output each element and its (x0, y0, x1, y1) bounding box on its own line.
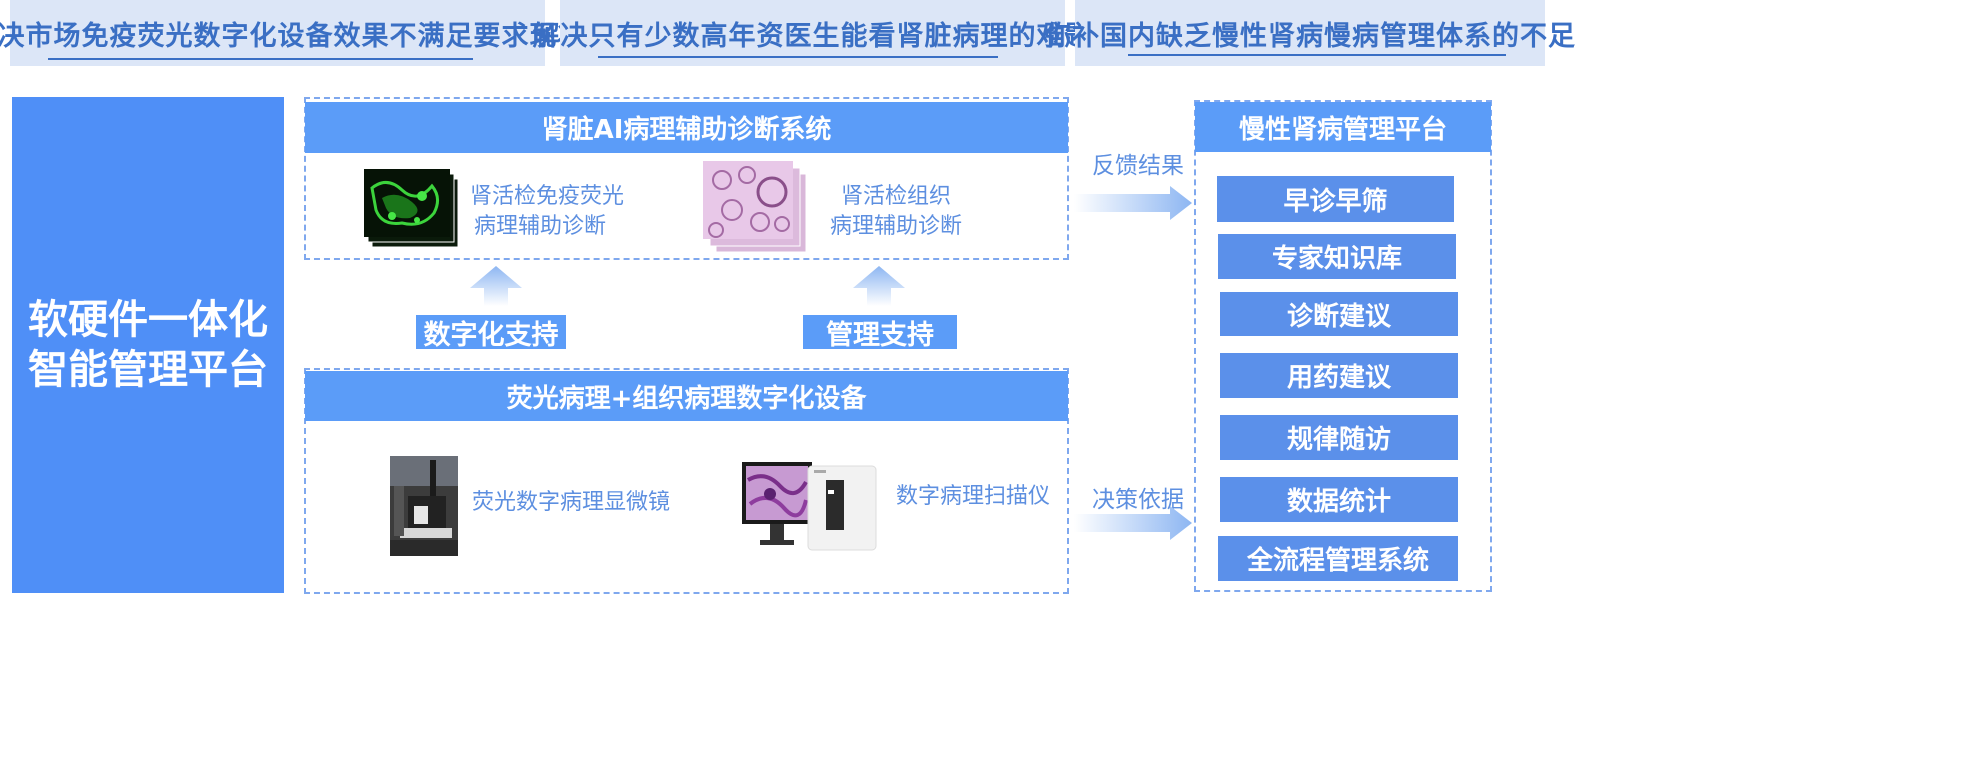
ckd-platform-frame (1194, 100, 1492, 592)
digital-support-box: 数字化支持 (416, 315, 566, 351)
platform-item-early-screening: 早诊早筛 (1217, 176, 1454, 222)
tissue-diagnosis-label: 肾活检组织 病理辅助诊断 (826, 182, 966, 242)
platform-item-label: 全流程管理系统 (1246, 546, 1429, 576)
fluorescence-diagnosis-line1: 肾活检免疫荧光 (470, 184, 625, 209)
tissue-diagnosis-line2: 病理辅助诊断 (829, 214, 962, 239)
ckd-platform-title-bar: 慢性肾病管理平台 (1195, 102, 1491, 152)
banner-doctors-underline (598, 56, 998, 58)
banner-market-underline (48, 58, 473, 60)
platform-item-medication-advice: 用药建议 (1220, 353, 1458, 398)
devices-frame (304, 368, 1069, 594)
management-support-label: 管理支持 (826, 319, 934, 351)
microscope-label: 荧光数字病理显微镜 (472, 490, 671, 515)
banner-market-text: 解决市场免疫荧光数字化设备效果不满足要求现状 (0, 20, 586, 52)
integrated-platform-line1: 软硬件一体化 (28, 297, 268, 343)
platform-item-label: 诊断建议 (1286, 301, 1391, 332)
platform-item-knowledge-base: 专家知识库 (1218, 234, 1456, 279)
banner-system-underline (1128, 54, 1506, 56)
scanner-label: 数字病理扫描仪 (896, 484, 1051, 509)
ai-system-title: 肾脏AI病理辅助诊断系统 (541, 115, 832, 145)
feedback-arrow (1074, 186, 1192, 220)
decision-arrow (1074, 506, 1192, 540)
tissue-diagnosis-line1: 肾活检组织 (840, 184, 951, 209)
platform-item-full-process: 全流程管理系统 (1218, 536, 1458, 581)
tissue-image-stack (702, 160, 808, 254)
microscope-photo (390, 456, 458, 556)
fluorescence-image-stack (362, 168, 462, 250)
platform-item-label: 用药建议 (1286, 363, 1391, 393)
banner-doctors: 解决只有少数高年资医生能看肾脏病理的难题 (533, 0, 1092, 66)
banner-system: 弥补国内缺乏慢性肾病慢病管理体系的不足 (1044, 0, 1575, 66)
ai-system-title-bar: 肾脏AI病理辅助诊断系统 (305, 102, 1068, 153)
devices-title-bar: 荧光病理+组织病理数字化设备 (305, 371, 1068, 421)
integrated-platform-line2: 智能管理平台 (28, 347, 268, 393)
platform-item-label: 专家知识库 (1271, 244, 1402, 274)
ai-system-frame (304, 97, 1069, 260)
banner-system-text: 弥补国内缺乏慢性肾病慢病管理体系的不足 (1044, 20, 1576, 52)
devices-title: 荧光病理+组织病理数字化设备 (506, 383, 867, 414)
management-support-up-arrow (853, 266, 905, 306)
banner-market: 解决市场免疫荧光数字化设备效果不满足要求现状 (0, 0, 585, 66)
platform-item-statistics: 数据统计 (1220, 477, 1458, 522)
platform-item-label: 数据统计 (1286, 487, 1391, 517)
fluorescence-diagnosis-line2: 病理辅助诊断 (473, 214, 606, 239)
platform-item-follow-up: 规律随访 (1220, 415, 1458, 460)
fluorescence-diagnosis-label: 肾活检免疫荧光 病理辅助诊断 (470, 182, 625, 242)
digital-support-label: 数字化支持 (423, 319, 559, 351)
platform-item-label: 早诊早筛 (1283, 186, 1388, 217)
banner-doctors-text: 解决只有少数高年资医生能看肾脏病理的难题 (532, 20, 1093, 52)
platform-item-diagnosis-advice: 诊断建议 (1220, 292, 1458, 336)
platform-item-label: 规律随访 (1286, 425, 1391, 455)
management-support-box: 管理支持 (803, 315, 957, 351)
decision-label: 决策依据 (1092, 487, 1184, 513)
digital-support-up-arrow (470, 266, 522, 306)
scanner-photo (740, 460, 880, 552)
feedback-label: 反馈结果 (1092, 153, 1184, 179)
integrated-platform-block: 软硬件一体化 智能管理平台 (12, 97, 284, 593)
ckd-platform-title: 慢性肾病管理平台 (1238, 114, 1447, 145)
